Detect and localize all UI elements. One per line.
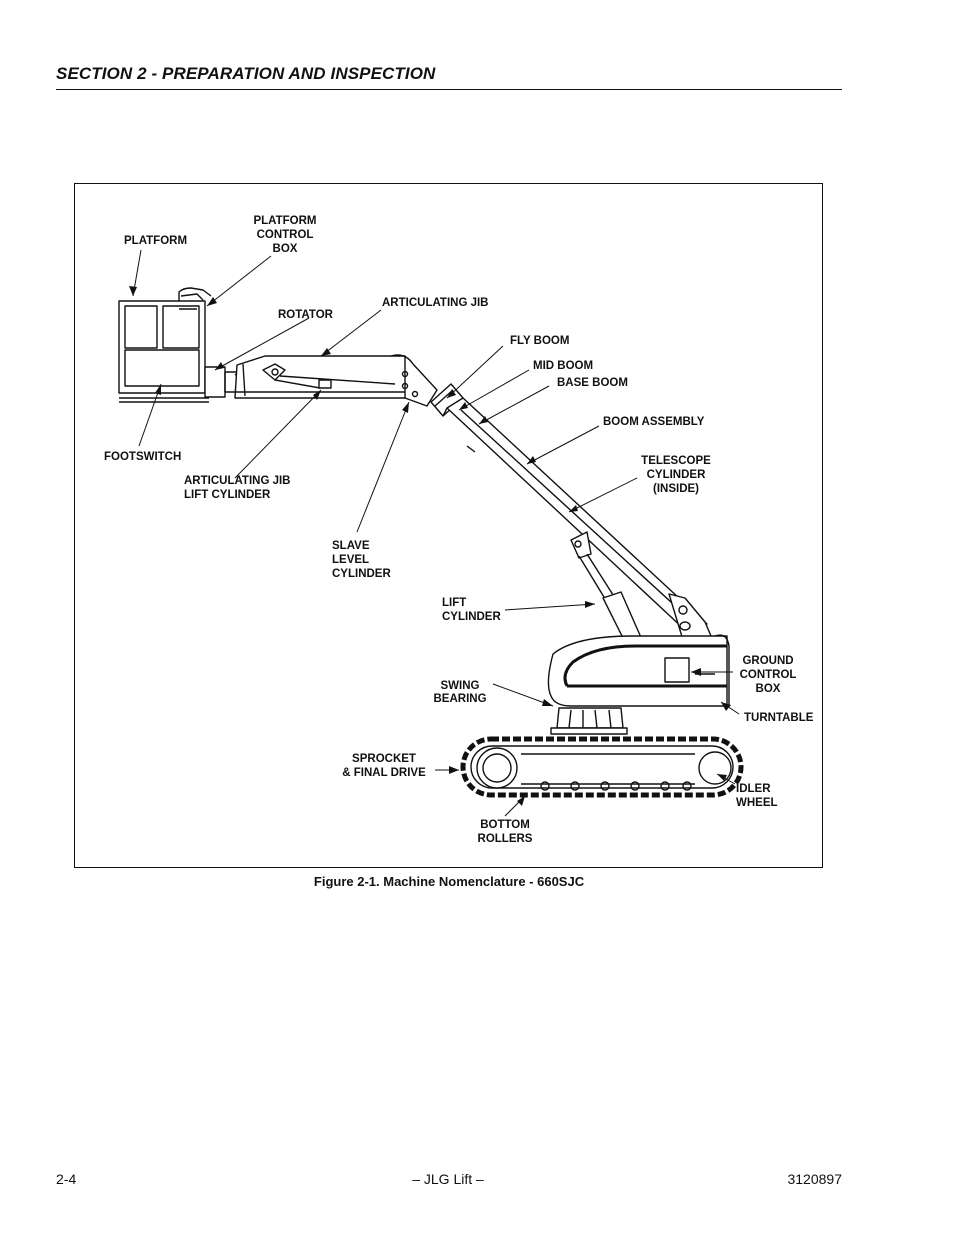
- svg-text:ARTICULATING JIB: ARTICULATING JIB: [184, 475, 290, 487]
- svg-text:LIFT CYLINDER: LIFT CYLINDER: [184, 489, 271, 501]
- svg-text:CYLINDER: CYLINDER: [332, 568, 391, 580]
- label-footswitch: FOOTSWITCH: [104, 451, 181, 463]
- svg-text:SWING: SWING: [441, 680, 480, 692]
- svg-text:BOTTOM: BOTTOM: [480, 819, 530, 831]
- label-rotator: ROTATOR: [278, 309, 334, 321]
- turntable-drawing: [547, 634, 730, 707]
- svg-text:BOX: BOX: [273, 243, 298, 255]
- svg-text:& FINAL DRIVE: & FINAL DRIVE: [342, 767, 426, 779]
- svg-text:PLATFORM: PLATFORM: [253, 215, 316, 227]
- label-swing-bearing: SWING BEARING: [433, 680, 486, 705]
- svg-text:WHEEL: WHEEL: [736, 797, 778, 809]
- leader-lines: [132, 249, 740, 817]
- footer-center: – JLG Lift –: [0, 1171, 954, 1187]
- label-articulating-jib: ARTICULATING JIB: [382, 297, 488, 309]
- svg-text:BOX: BOX: [756, 683, 781, 695]
- label-base-boom: BASE BOOM: [557, 377, 628, 389]
- boom-assembly-drawing: [430, 383, 708, 631]
- svg-text:CYLINDER: CYLINDER: [647, 469, 706, 481]
- label-articulating-jib-lift-cylinder: ARTICULATING JIB LIFT CYLINDER: [184, 475, 290, 501]
- svg-text:TELESCOPE: TELESCOPE: [641, 455, 711, 467]
- svg-text:CONTROL: CONTROL: [257, 229, 314, 241]
- svg-text:ROLLERS: ROLLERS: [478, 833, 533, 845]
- svg-text:IDLER: IDLER: [736, 783, 771, 795]
- figure-frame: PLATFORM PLATFORM CONTROL BOX ROTATOR AR…: [74, 183, 823, 868]
- svg-text:SLAVE: SLAVE: [332, 540, 370, 552]
- lift-cylinder-drawing: [570, 531, 712, 647]
- svg-text:LIFT: LIFT: [442, 597, 466, 609]
- footer-center-text: – JLG Lift –: [412, 1171, 484, 1187]
- label-slave-level-cylinder: SLAVE LEVEL CYLINDER: [332, 540, 391, 580]
- svg-text:SPROCKET: SPROCKET: [352, 753, 416, 765]
- platform-drawing: [118, 287, 212, 403]
- svg-text:CYLINDER: CYLINDER: [442, 611, 501, 623]
- label-idler-wheel: IDLER WHEEL: [736, 783, 778, 809]
- figure-caption: Figure 2-1. Machine Nomenclature - 660SJ…: [0, 874, 954, 889]
- svg-text:GROUND: GROUND: [742, 655, 793, 667]
- label-telescope-cylinder: TELESCOPE CYLINDER (INSIDE): [641, 455, 711, 495]
- label-platform: PLATFORM: [124, 235, 187, 247]
- svg-text:LEVEL: LEVEL: [332, 554, 369, 566]
- label-fly-boom: FLY BOOM: [510, 335, 569, 347]
- machine-nomenclature-diagram: PLATFORM PLATFORM CONTROL BOX ROTATOR AR…: [104, 215, 814, 845]
- svg-text:(INSIDE): (INSIDE): [653, 483, 699, 495]
- svg-text:CONTROL: CONTROL: [740, 669, 797, 681]
- label-mid-boom: MID BOOM: [533, 360, 593, 372]
- label-bottom-rollers: BOTTOM ROLLERS: [478, 819, 533, 845]
- section-title: SECTION 2 - PREPARATION AND INSPECTION: [56, 64, 436, 83]
- svg-text:BEARING: BEARING: [433, 693, 486, 705]
- header-rule: [56, 89, 842, 90]
- articulating-jib-drawing: [234, 354, 438, 407]
- label-boom-assembly: BOOM ASSEMBLY: [603, 416, 705, 428]
- doc-number: 3120897: [787, 1171, 842, 1187]
- page-number: 2-4: [56, 1171, 77, 1187]
- label-turntable: TURNTABLE: [744, 712, 814, 724]
- label-platform-control-box: PLATFORM CONTROL BOX: [253, 215, 316, 255]
- label-lift-cylinder: LIFT CYLINDER: [442, 597, 501, 623]
- label-sprocket-final-drive: SPROCKET & FINAL DRIVE: [342, 753, 426, 779]
- track-drawing: [460, 736, 744, 798]
- label-ground-control-box: GROUND CONTROL BOX: [740, 655, 797, 695]
- figure-caption-text: Figure 2-1. Machine Nomenclature - 660SJ…: [313, 874, 585, 889]
